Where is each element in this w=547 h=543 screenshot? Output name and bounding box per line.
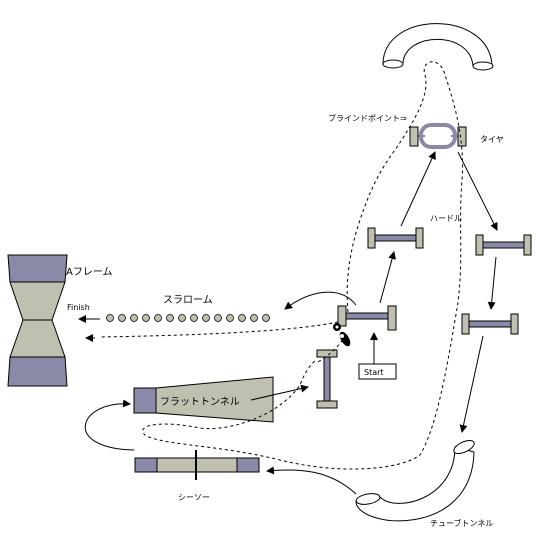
tire-label: タイヤ [480,135,504,144]
hurdle-start [337,305,397,331]
slalom-pole [190,314,198,322]
slalom-pole [118,314,126,322]
slalom-label: スラローム [163,294,213,306]
slalom-pole [166,314,174,322]
blind-point-label: ブラインドポイント⇒ [328,113,407,123]
slalom-pole [202,314,210,322]
slalom-pole [106,314,114,322]
hurdle-vertical [316,349,338,409]
course-arrows [85,151,498,495]
slalom-pole [142,314,150,322]
flat-tunnel [133,376,274,423]
start-label: Start [364,368,384,377]
hurdle-1 [367,227,424,249]
seesaw [134,450,260,480]
finish-label: Finish [67,303,90,312]
slalom-pole [178,314,186,322]
flat-tunnel-label: フラットトンネル [160,396,240,408]
slalom-pole [262,314,270,322]
tube-tunnel-bottom [355,440,475,522]
slalom-pole [226,314,234,322]
start-box [358,363,397,380]
slalom-pole [130,314,138,322]
slalom-pole [154,314,162,322]
tube-tunnel-top [382,23,494,71]
hurdle-2 [475,234,532,256]
dog-handler-icon [333,323,351,347]
slalom-poles [106,314,270,322]
slalom-pole [250,314,258,322]
tire-obstacle [409,123,467,149]
a-frame [7,254,68,387]
slalom-pole [238,314,246,322]
hurdle-3 [461,313,519,335]
handler-path [99,61,464,470]
slalom-pole [214,314,222,322]
seesaw-label: シーソー [178,493,210,502]
a-frame-label: Aフレーム [66,266,113,278]
hurdle-label: ハードル [430,214,462,223]
tube-tunnel-label: チューブトンネル [430,518,493,528]
